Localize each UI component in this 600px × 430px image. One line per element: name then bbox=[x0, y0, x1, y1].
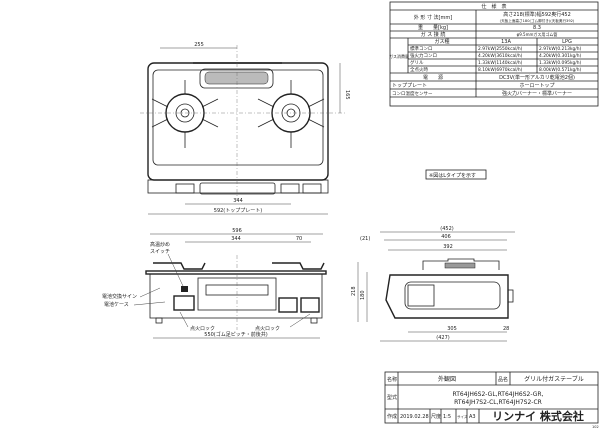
burner-13a: 2.97kW(2550kcal/h) bbox=[478, 46, 523, 52]
model-line-2: RT64JH7S2-CL,RT64JH7S2-CR bbox=[454, 399, 542, 406]
size-label: サイズ bbox=[457, 414, 468, 419]
dim-21: (21) bbox=[360, 236, 370, 242]
burner-name: 全点火時 bbox=[410, 66, 428, 73]
burner-name: 強火力コンロ bbox=[410, 52, 437, 59]
front-view: 596 344 70 高温炒め スイッチ 電池交換サイン 電池ケース 点火ロック… bbox=[102, 228, 327, 339]
dim-427: (427) bbox=[436, 335, 449, 341]
product-label: 品名 bbox=[498, 376, 508, 383]
right-knob-1[interactable] bbox=[278, 297, 298, 313]
dim-344: 344 bbox=[231, 236, 241, 242]
label-lock-left: 点火ロック bbox=[190, 326, 215, 332]
top-view: 255 165 344 592(トッププレート) bbox=[140, 42, 350, 215]
note-text: ※図はLタイプを示す bbox=[429, 172, 476, 179]
gas-conn-value: φ9.5mmガス用ゴム管 bbox=[517, 31, 558, 37]
sheet-code: 102 bbox=[592, 425, 599, 429]
grill-vent bbox=[199, 68, 274, 89]
model-label: 型式 bbox=[387, 394, 397, 401]
burner-lpg: 8.00kW(0.571kg/h) bbox=[539, 67, 582, 73]
gas-consumption-label: ガス消費量 bbox=[389, 53, 409, 59]
label-switch-1: 高温炒め bbox=[150, 241, 170, 248]
burner-name: グリル bbox=[410, 59, 424, 66]
burner-lpg: 1.33kW(0.095kg/h) bbox=[539, 60, 582, 66]
right-knob-2[interactable] bbox=[300, 297, 320, 313]
outer-dim-value: 高さ218(標準)幅592奥行452 bbox=[503, 11, 571, 18]
dim-218: 218 bbox=[351, 286, 357, 296]
sensor-value: 強火力バーナー・標準バーナー bbox=[502, 90, 572, 97]
side-view: (452) 406 (21) 392 218 180 305 28 (427) bbox=[351, 226, 515, 342]
burner-13a: 8.10kW(6970kcal/h) bbox=[478, 67, 523, 73]
dim-592: 592(トッププレート) bbox=[214, 208, 262, 214]
burner-lpg: 4.20kW(0.301kg/h) bbox=[539, 53, 582, 59]
sensor-label: コンロ温度センサー bbox=[392, 90, 433, 97]
name-label: 名称 bbox=[387, 376, 397, 383]
dim-406: 406 bbox=[441, 234, 451, 240]
dim-165: 165 bbox=[344, 90, 350, 100]
date: 2019.02.28 bbox=[400, 414, 429, 420]
power-value: DC3V(単一形アルカリ乾電池2個) bbox=[499, 74, 575, 81]
dim-596: 596 bbox=[232, 228, 242, 234]
size: A3 bbox=[469, 414, 476, 420]
outer-dim-label: 外 形 寸 法[mm] bbox=[414, 14, 452, 21]
right-burner bbox=[257, 80, 325, 148]
dim-28: 28 bbox=[503, 326, 509, 332]
dim-452: (452) bbox=[440, 226, 453, 232]
top-plate-value: ホーロートップ bbox=[519, 83, 554, 89]
burner-name: 標準コンロ bbox=[410, 45, 433, 52]
outer-dim-value-sub: (天板上面高さ180(ゴム脚付き)(天板奥行392) bbox=[500, 18, 575, 23]
spec-title: 仕 様 表 bbox=[481, 3, 506, 10]
label-battery-case: 電池ケース bbox=[104, 301, 129, 308]
scale-label: 尺度 bbox=[431, 413, 441, 420]
dim-255: 255 bbox=[194, 42, 204, 48]
weight-label: 重 量[kg] bbox=[418, 24, 448, 31]
dim-344: 344 bbox=[233, 198, 243, 204]
burner-13a: 1.33kW(1140kcal/h) bbox=[478, 60, 523, 66]
gas-type-lpg: LPG bbox=[562, 39, 572, 45]
title-block: 名称 外観図 品名 グリル付ガステーブル 型式 RT64JH6S2-GL,RT6… bbox=[384, 371, 599, 429]
top-plate-label: トッププレート bbox=[392, 83, 427, 89]
dim-392: 392 bbox=[443, 244, 453, 250]
name-value: 外観図 bbox=[438, 375, 456, 383]
label-battery-sign: 電池交換サイン bbox=[102, 293, 137, 300]
left-burner bbox=[151, 80, 219, 148]
power-label: 電 源 bbox=[423, 74, 443, 81]
weight-value: 8.3 bbox=[533, 25, 541, 31]
dim-70: 70 bbox=[296, 236, 302, 242]
burner-lpg: 2.97kW(0.213kg/h) bbox=[539, 46, 582, 52]
high-temp-switch[interactable] bbox=[181, 286, 188, 292]
gas-conn-label: ガ ス 接 続 bbox=[421, 31, 446, 38]
scale: 1:5 bbox=[443, 414, 451, 420]
label-lock-right: 点火ロック bbox=[255, 326, 280, 332]
gas-type-label: ガス種 bbox=[434, 38, 449, 45]
company-logo: リンナイ 株式会社 bbox=[492, 409, 584, 423]
label-switch-2: スイッチ bbox=[150, 249, 170, 255]
gas-type-13a: 13A bbox=[501, 39, 511, 45]
dim-305: 305 bbox=[447, 326, 457, 332]
burner-13a: 4.20kW(3610kcal/h) bbox=[478, 53, 523, 59]
burner-rows: 標準コンロ 2.97kW(2550kcal/h) 2.97kW(0.213kg/… bbox=[410, 45, 582, 73]
left-knob[interactable] bbox=[173, 295, 195, 311]
dim-180: 180 bbox=[360, 290, 366, 300]
product-value: グリル付ガステーブル bbox=[524, 375, 584, 383]
dim-550: 550(ゴム足ピッチ・前後共) bbox=[204, 331, 267, 338]
note-box: ※図はLタイプを示す bbox=[425, 169, 487, 180]
model-line-1: RT64JH6S2-GL,RT64JH6S2-GR, bbox=[453, 391, 544, 398]
made-label: 作成 bbox=[387, 413, 397, 420]
spec-table: 仕 様 表 外 形 寸 法[mm] 高さ218(標準)幅592奥行452 (天板… bbox=[389, 1, 599, 107]
